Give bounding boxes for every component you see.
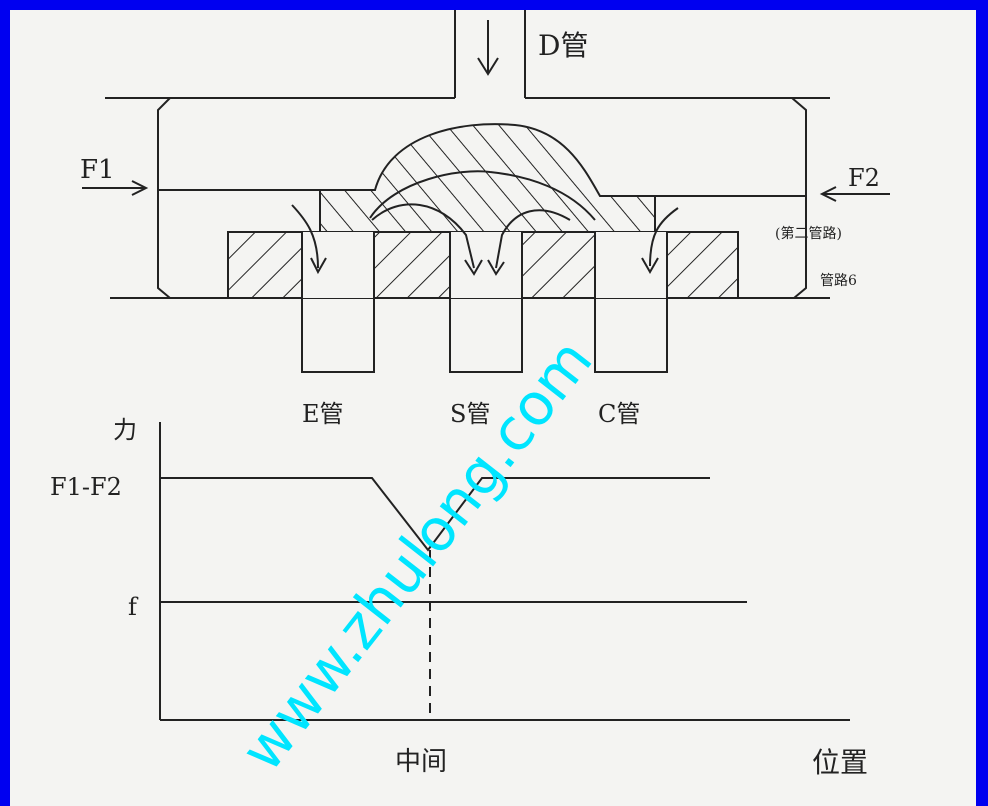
s-pipe-label: S管	[450, 400, 490, 428]
slider-cavity	[369, 170, 596, 221]
c-pipe	[594, 232, 668, 373]
s-pipe	[449, 232, 523, 373]
f1-label: F1	[80, 155, 115, 185]
e-pipe-label: E管	[302, 400, 344, 428]
e-pipe	[301, 232, 375, 373]
flow-arrow-s-right-head	[487, 259, 505, 276]
flow-arrow-s-left	[371, 203, 475, 269]
x-mid-label: 中间	[395, 747, 447, 777]
f2-label: F2	[848, 164, 880, 192]
y-axis-label: 力	[113, 416, 137, 444]
x-axis-label: 位置	[812, 746, 868, 779]
watermark: www.zhulong.com	[227, 327, 605, 784]
valve-right-end	[791, 97, 807, 299]
side-note-2: 管路6	[820, 273, 857, 289]
valve-left-end	[157, 97, 171, 299]
four-way-valve-diagram: D管 F1 F2 (第二管路) 管路6 E管 S管 C管 力 F1-F2 f 中…	[50, 10, 890, 784]
level-high-label: F1-F2	[50, 473, 122, 501]
flow-arrow-s-right	[495, 209, 571, 269]
flow-arrow-s-left-head	[464, 259, 483, 276]
curve-f1-minus-f2	[160, 477, 710, 552]
d-pipe-arrow-head	[477, 57, 499, 76]
flow-arrow-c-head	[641, 257, 659, 275]
c-pipe-label: C管	[598, 400, 640, 428]
flow-arrow-e-head	[310, 257, 327, 275]
f1-arrow-head	[131, 180, 149, 196]
flow-arrow-e	[291, 204, 319, 269]
side-note-1: (第二管路)	[775, 225, 842, 242]
level-low-label: f	[128, 593, 139, 621]
force-graph	[159, 422, 850, 721]
d-pipe-label: D管	[538, 29, 588, 62]
valve-slider	[319, 123, 656, 233]
f2-arrow-head	[819, 186, 837, 202]
valve-section	[82, 10, 890, 373]
diagram-frame: D管 F1 F2 (第二管路) 管路6 E管 S管 C管 力 F1-F2 f 中…	[10, 10, 976, 806]
flow-arrow-c	[649, 207, 679, 267]
